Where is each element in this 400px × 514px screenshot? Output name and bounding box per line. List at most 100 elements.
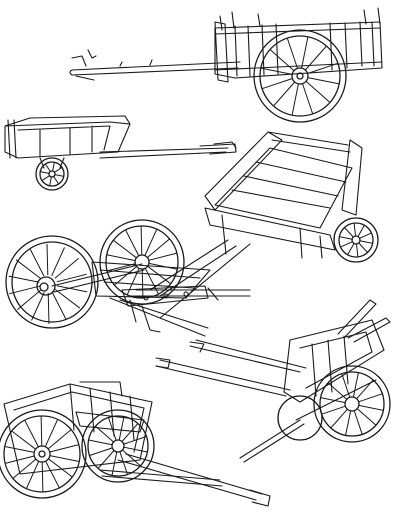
wheel-spoke [260,67,293,75]
cart4-stakes [129,287,219,333]
cart-drawing-tipping-cart [155,299,391,463]
wheel-spoke [307,77,340,85]
cart1-shaft-end [71,55,95,81]
cart3-back-board [341,139,363,216]
wheel-spoke [108,417,117,441]
cart6-shafts [117,453,271,507]
wheel-spoke [49,455,80,462]
wheel-spoke [111,451,118,476]
cart1-wheel-rim-outer [253,29,347,123]
wheel-spoke [327,382,348,400]
wheel-spoke [54,166,63,173]
wheel-spoke [119,451,128,475]
wheel-spoke [56,273,87,283]
wheel-spoke [114,266,137,286]
wheel-spoke [341,373,351,398]
cart1-wheel-spokes [260,36,340,116]
wheel-spoke [49,444,79,453]
wheel-spoke [301,36,309,69]
wheel-spoke [302,83,314,115]
wheel-spoke [144,228,158,256]
cart4-wheel-right-hub [134,254,150,270]
wheel-spoke [118,416,125,441]
cart3-floor-boards [231,161,347,209]
cart2-wheel-hub [48,170,56,178]
cart6-wheel-axle [38,450,46,458]
wheel-spoke [307,62,339,74]
cart5-body-inner [299,331,373,389]
cart2-body-top [4,115,131,127]
cart3-wheel-rim-outer [333,217,379,263]
cart-drawing-two-wheel [5,219,251,337]
wheel-spoke [304,45,327,71]
wheel-spoke [56,285,88,293]
cart6-wheel-rim-inner [3,415,81,493]
cart4-crossbar-bolts [143,291,189,301]
cart2-body-outline [4,121,131,159]
cart5-body-outline [283,319,385,403]
cart6-seat-top [79,381,123,397]
cart3-stakes [221,214,323,259]
cart4-wheel-right-rim-outer [99,219,185,305]
cart6-seat [75,411,145,433]
wheel-spoke [339,236,353,240]
cart4-wheel-right-spokes [106,225,178,299]
wheel-spoke [46,243,49,276]
wheel-spoke [125,229,140,257]
wheel-spoke [358,404,384,411]
wheel-spoke [353,410,363,435]
cart6-wheel-right-inner [87,415,149,477]
cart2-body-inner [17,125,111,157]
wheel-spoke [291,83,299,116]
wheel-spoke [31,291,45,321]
cart6-wheel-spokes [4,415,80,493]
wheel-spoke [15,259,42,279]
wheel-spoke [25,461,40,489]
cart5-board-slats [311,335,349,397]
wheel-spoke [356,379,374,400]
wheel-spoke [95,425,114,443]
cart6-wheel-right-spokes [88,416,148,476]
wheel-spoke [9,285,40,295]
wheel-spoke [97,450,115,469]
cart3-wheel-rim-inner [338,222,374,258]
cart5-rear-pole [239,379,377,463]
wheel-spoke [122,449,141,467]
wheel-spoke [40,171,50,174]
cart2-axle-bracket [39,157,65,169]
cart2-wheel-spokes [40,162,64,186]
wheel-spoke [8,275,40,283]
cart1-shaft-hook [87,49,153,67]
cart3-body-side-left [204,131,283,211]
wheel-spoke [16,289,42,311]
cart1-wheel-axle [296,72,304,80]
wheel-spoke [358,393,383,403]
cart1-body-rail [214,27,383,71]
wheel-spoke [52,162,55,172]
wheel-spoke [359,240,373,244]
cart5-wheel-spokes [320,372,384,436]
cart1-wheel-hub [291,67,309,85]
cart4-wheel-left-rim-outer [5,235,99,329]
wheel-spoke [51,247,65,277]
wheel-spoke [51,291,67,320]
cart2-wheel-rim-inner [39,161,65,187]
cart4-wheel-right-rim-inner [105,225,179,299]
wheel-spoke [359,232,372,239]
cart5-wheel-hub [344,396,360,412]
cart2-wheel-rim-outer [35,157,69,191]
wheel-spoke [41,175,50,182]
wheel-spoke [358,242,368,253]
wheel-spoke [5,455,35,464]
cart6-seat-panel [69,383,135,441]
wheel-spoke [40,415,43,447]
cart-drawing-box-cart [149,131,379,319]
wheel-spoke [29,248,45,277]
cart1-front-board [214,21,229,83]
wheel-spoke [353,223,356,237]
cart6-wheel-hub [33,445,51,463]
wheel-spoke [54,289,81,309]
wheel-spoke [44,163,51,172]
